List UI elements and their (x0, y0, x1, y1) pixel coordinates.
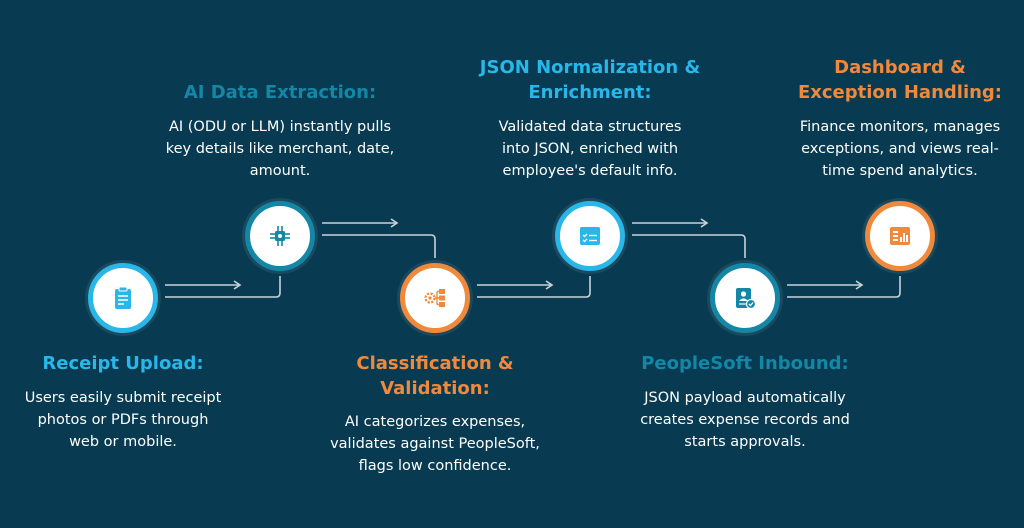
connector-line (165, 276, 281, 298)
step-classification-title-line: Classification & (356, 353, 514, 374)
step-classification-description-line: flags low confidence. (358, 458, 512, 474)
step-dashboard-title: Dashboard & Exception Handling: (750, 55, 1024, 105)
step-peoplesoft-inbound-title-line: PeopleSoft Inbound: (641, 353, 849, 374)
connector-line (787, 276, 901, 298)
step-json-normalization-title-line: JSON Normalization & (479, 57, 701, 78)
step-receipt-upload-description-line: Users easily submit receipt (24, 390, 222, 406)
gear-flowchart-icon (420, 283, 450, 313)
step-ai-data-extraction-description-line: key details like merchant, date, (165, 141, 395, 157)
ai-chip-icon (265, 221, 295, 251)
step-peoplesoft-inbound-description-line: creates expense records and (640, 412, 850, 428)
step-peoplesoft-inbound-description: JSON payload automatically creates expens… (630, 387, 860, 453)
step-ai-data-extraction-title: AI Data Extraction: (130, 80, 430, 105)
connector-line (632, 234, 746, 258)
step-dashboard-title-line: Dashboard & (834, 57, 966, 78)
step-dashboard-node (865, 201, 935, 271)
step-ai-data-extraction-title-line: AI Data Extraction: (183, 82, 377, 103)
receipt-clipboard-icon (108, 283, 138, 313)
step-json-normalization-description-line: employee's default info. (502, 163, 678, 179)
step-dashboard-title-line: Exception Handling: (797, 82, 1003, 103)
step-ai-data-extraction-node (245, 201, 315, 271)
step-receipt-upload-title-line: Receipt Upload: (42, 353, 204, 374)
step-dashboard-description-line: exceptions, and views real- (801, 141, 999, 157)
step-json-normalization-title-line: Enrichment: (528, 82, 652, 103)
step-ai-data-extraction-description: AI (ODU or LLM) instantly pulls key detai… (160, 116, 400, 182)
step-peoplesoft-inbound-description-line: starts approvals. (684, 434, 806, 450)
step-receipt-upload-title: Receipt Upload: (0, 351, 273, 376)
step-ai-data-extraction-description-line: AI (ODU or LLM) instantly pulls (168, 119, 392, 135)
step-receipt-upload-description-line: web or mobile. (69, 434, 177, 450)
step-dashboard-description: Finance monitors, manages exceptions, and… (790, 116, 1010, 182)
step-peoplesoft-inbound-title: PeopleSoft Inbound: (595, 351, 895, 376)
connector-line (322, 234, 436, 258)
user-document-check-icon (730, 283, 760, 313)
step-peoplesoft-inbound-description-line: JSON payload automatically (644, 390, 846, 406)
step-classification-title-line: Validation: (380, 378, 490, 399)
step-json-normalization-title: JSON Normalization & Enrichment: (440, 55, 740, 105)
step-ai-data-extraction-description-line: amount. (249, 163, 311, 179)
step-dashboard-description-line: Finance monitors, manages (799, 119, 1001, 135)
connector-line (477, 276, 591, 298)
dashboard-chart-icon (885, 221, 915, 251)
step-classification-title: Classification & Validation: (285, 351, 585, 401)
step-dashboard-description-line: time spend analytics. (822, 163, 978, 179)
step-peoplesoft-inbound-node (710, 263, 780, 333)
step-json-normalization-node (555, 201, 625, 271)
step-json-normalization-description: Validated data structures into JSON, enri… (480, 116, 700, 182)
step-receipt-upload-node (88, 263, 158, 333)
step-json-normalization-description-line: Validated data structures (498, 119, 682, 135)
step-classification-node (400, 263, 470, 333)
step-receipt-upload-description-line: photos or PDFs through (37, 412, 209, 428)
step-json-normalization-description-line: into JSON, enriched with (501, 141, 679, 157)
step-classification-description: AI categorizes expenses, validates agains… (320, 411, 550, 477)
step-classification-description-line: AI categorizes expenses, (344, 414, 526, 430)
step-classification-description-line: validates against PeopleSoft, (330, 436, 540, 452)
checklist-window-icon (575, 221, 605, 251)
step-receipt-upload-description: Users easily submit receipt photos or PDF… (13, 387, 233, 453)
